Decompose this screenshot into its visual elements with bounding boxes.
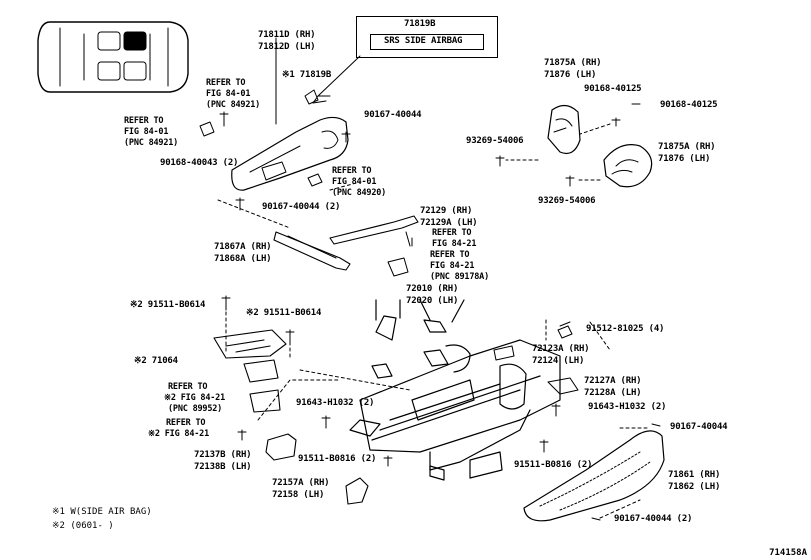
part-91512-81025[interactable]: 91512-81025 (4) <box>586 324 665 334</box>
part-72158[interactable]: 72158 (LH) <box>272 490 325 500</box>
seat-hinge-covers <box>547 104 653 188</box>
part-93269-54006-a[interactable]: 93269-54006 <box>466 136 524 146</box>
part-71876-a[interactable]: 71876 (LH) <box>544 70 597 80</box>
part-93269-54006-b[interactable]: 93269-54006 <box>538 196 596 206</box>
seat-adjuster-bracket <box>213 329 287 413</box>
part-90167-40044-2b[interactable]: 90167-40044 (2) <box>614 514 693 524</box>
seat-cushion-side-cover <box>523 430 665 522</box>
part-91643-h1032-a[interactable]: 91643-H1032 (2) <box>296 398 375 408</box>
part-71819b-box: 71819B <box>404 19 436 29</box>
part-90168-40125-a[interactable]: 90168-40125 <box>584 84 642 94</box>
part-71868a[interactable]: 71868A (LH) <box>214 254 272 264</box>
part-72137b[interactable]: 72137B (RH) <box>194 450 252 460</box>
leader-lines <box>217 123 651 519</box>
diagram-id: 714158A <box>769 548 807 558</box>
srs-airbag-tag <box>370 34 484 50</box>
part-72129[interactable]: 72129 (RH) <box>420 206 473 216</box>
part-71867a[interactable]: 71867A (RH) <box>214 242 272 252</box>
part-72124[interactable]: 72124 (LH) <box>532 356 585 366</box>
refer-fig-84-21-c[interactable]: REFER TO※2 FIG 84-21(PNC 89952) <box>164 382 226 414</box>
part-71876-b[interactable]: 71876 (LH) <box>658 154 711 164</box>
part-72128a[interactable]: 72128A (LH) <box>584 388 642 398</box>
part-90168-40125-b[interactable]: 90168-40125 <box>660 100 718 110</box>
part-71819b[interactable]: ※1 71819B <box>282 70 332 80</box>
part-71862[interactable]: 71862 (LH) <box>668 482 721 492</box>
part-90168-40043[interactable]: 90168-40043 (2) <box>160 158 239 168</box>
footnote-1: ※1 W(SIDE AIR BAG) <box>52 507 152 517</box>
part-72129a[interactable]: 72129A (LH) <box>420 218 478 228</box>
srs-label-box <box>356 16 498 58</box>
refer-fig-84-21-d[interactable]: REFER TO※2 FIG 84-21 <box>148 418 210 439</box>
part-71861[interactable]: 71861 (RH) <box>668 470 721 480</box>
part-72127a[interactable]: 72127A (RH) <box>584 376 642 386</box>
part-91511-b0614-a[interactable]: ※2 91511-B0614 <box>130 300 206 310</box>
part-72020[interactable]: 72020 (LH) <box>406 296 459 306</box>
part-71811d[interactable]: 71811D (RH) <box>258 30 316 40</box>
part-72138b[interactable]: 72138B (LH) <box>194 462 252 472</box>
part-90167-40044-2a[interactable]: 90167-40044 (2) <box>262 202 341 212</box>
footnote-2: ※2 (0601- ) <box>52 521 114 531</box>
part-90167-40044-a[interactable]: 90167-40044 <box>364 110 422 120</box>
part-72123a[interactable]: 72123A (RH) <box>532 344 590 354</box>
part-71064[interactable]: ※2 71064 <box>134 356 178 366</box>
part-71875a-a[interactable]: 71875A (RH) <box>544 58 602 68</box>
srs-side-airbag-text: SRS SIDE AIRBAG <box>384 36 463 46</box>
part-90167-40044-b[interactable]: 90167-40044 <box>670 422 728 432</box>
part-91511-b0816-b[interactable]: 91511-B0816 (2) <box>514 460 593 470</box>
part-71812d[interactable]: 71812D (LH) <box>258 42 316 52</box>
seatback-side-cover <box>231 37 349 191</box>
part-91511-b0816-a[interactable]: 91511-B0816 (2) <box>298 454 377 464</box>
part-91643-h1032-b[interactable]: 91643-H1032 (2) <box>588 402 667 412</box>
seat-frame-assembly <box>349 299 561 481</box>
part-91511-b0614-b[interactable]: ※2 91511-B0614 <box>246 308 322 318</box>
part-72010[interactable]: 72010 (RH) <box>406 284 459 294</box>
part-72157a[interactable]: 72157A (RH) <box>272 478 330 488</box>
vehicle-topview-icon <box>37 21 189 93</box>
part-71875a-b[interactable]: 71875A (RH) <box>658 142 716 152</box>
